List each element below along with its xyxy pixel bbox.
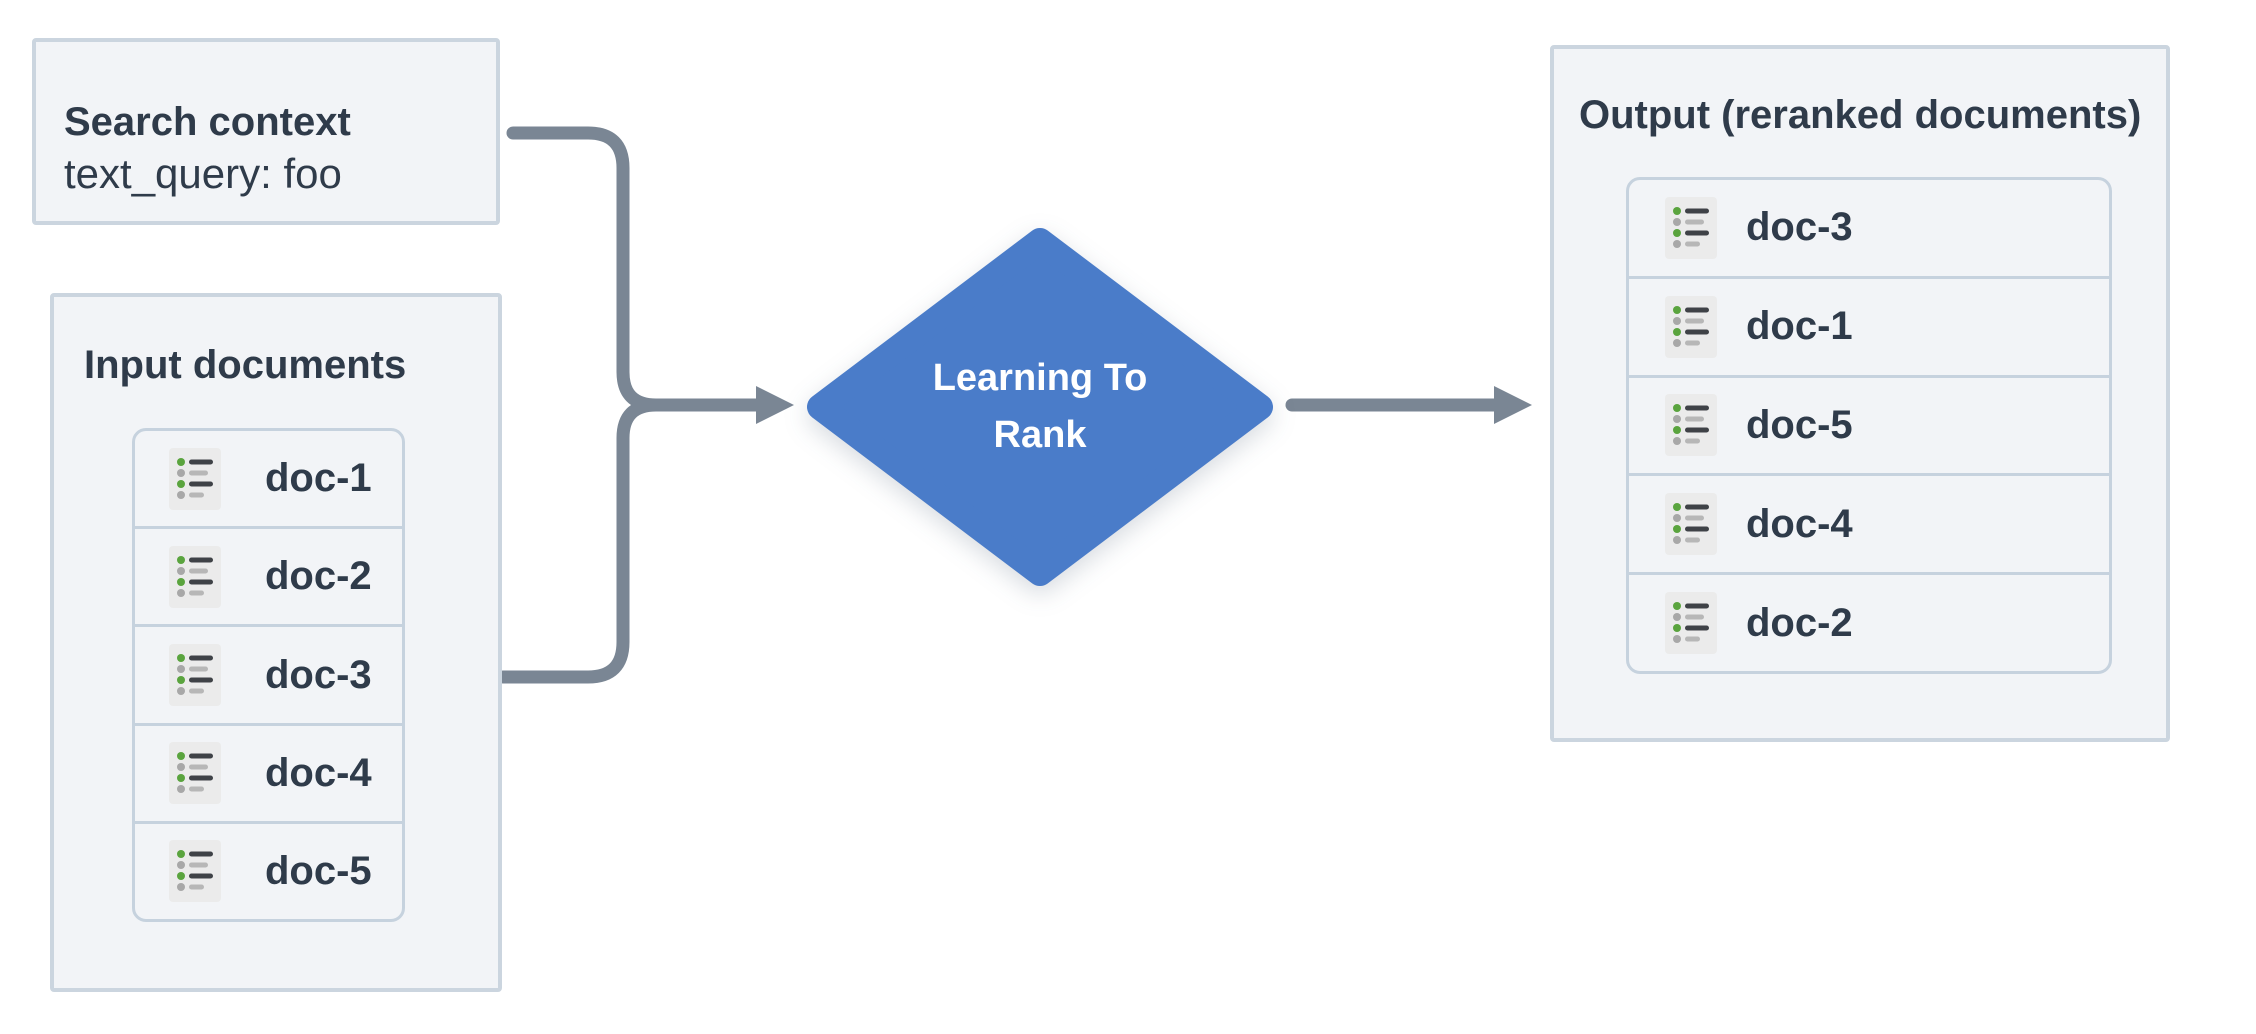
search-context-connector bbox=[506, 126, 663, 412]
search-context-title: Search context bbox=[64, 100, 351, 144]
list-icon bbox=[169, 644, 221, 706]
doc-label: doc-3 bbox=[1746, 205, 1853, 250]
output-doc-row: doc-3 bbox=[1629, 180, 2109, 279]
learning-to-rank-label: Learning To Rank bbox=[840, 350, 1240, 464]
input-doc-row: doc-4 bbox=[135, 726, 402, 824]
list-icon bbox=[169, 840, 221, 902]
input-doc-row: doc-3 bbox=[135, 627, 402, 726]
input-doc-row: doc-1 bbox=[135, 431, 402, 530]
output-doc-list: doc-3 doc-1 doc-5 doc-4 doc-2 bbox=[1626, 177, 2112, 674]
list-icon bbox=[1665, 592, 1717, 654]
input-doc-list: doc-1 doc-2 doc-3 doc-4 doc-5 bbox=[132, 428, 405, 922]
doc-label: doc-3 bbox=[265, 652, 372, 697]
output-doc-row: doc-2 bbox=[1629, 575, 2109, 671]
doc-label: doc-2 bbox=[1746, 600, 1853, 645]
output-title: Output (reranked documents) bbox=[1579, 93, 2142, 137]
list-icon bbox=[1665, 394, 1717, 456]
merged-arrowhead-icon bbox=[756, 386, 794, 424]
list-icon bbox=[1665, 493, 1717, 555]
list-icon bbox=[169, 448, 221, 510]
search-query-text: text_query: foo bbox=[64, 150, 342, 197]
output-doc-row: doc-5 bbox=[1629, 378, 2109, 477]
list-icon bbox=[1665, 296, 1717, 358]
search-context-box: Search context text_query: foo bbox=[32, 38, 500, 225]
input-documents-title: Input documents bbox=[84, 343, 407, 387]
ltr-label-line2: Rank bbox=[993, 414, 1087, 456]
input-doc-row: doc-2 bbox=[135, 529, 402, 628]
doc-label: doc-4 bbox=[265, 750, 372, 795]
output-doc-row: doc-1 bbox=[1629, 279, 2109, 378]
list-icon bbox=[1665, 197, 1717, 259]
doc-label: doc-2 bbox=[265, 554, 372, 599]
input-doc-row: doc-5 bbox=[135, 824, 402, 919]
doc-label: doc-4 bbox=[1746, 501, 1853, 546]
list-icon bbox=[169, 546, 221, 608]
list-icon bbox=[169, 742, 221, 804]
input-documents-connector bbox=[496, 398, 663, 684]
doc-label: doc-1 bbox=[1746, 304, 1853, 349]
output-arrowhead-icon bbox=[1494, 386, 1532, 424]
learning-to-rank-node bbox=[807, 228, 1273, 586]
output-doc-row: doc-4 bbox=[1629, 476, 2109, 576]
doc-label: doc-5 bbox=[1746, 402, 1853, 447]
ltr-label-line1: Learning To bbox=[932, 357, 1148, 399]
doc-label: doc-5 bbox=[265, 848, 372, 893]
doc-label: doc-1 bbox=[265, 456, 372, 501]
